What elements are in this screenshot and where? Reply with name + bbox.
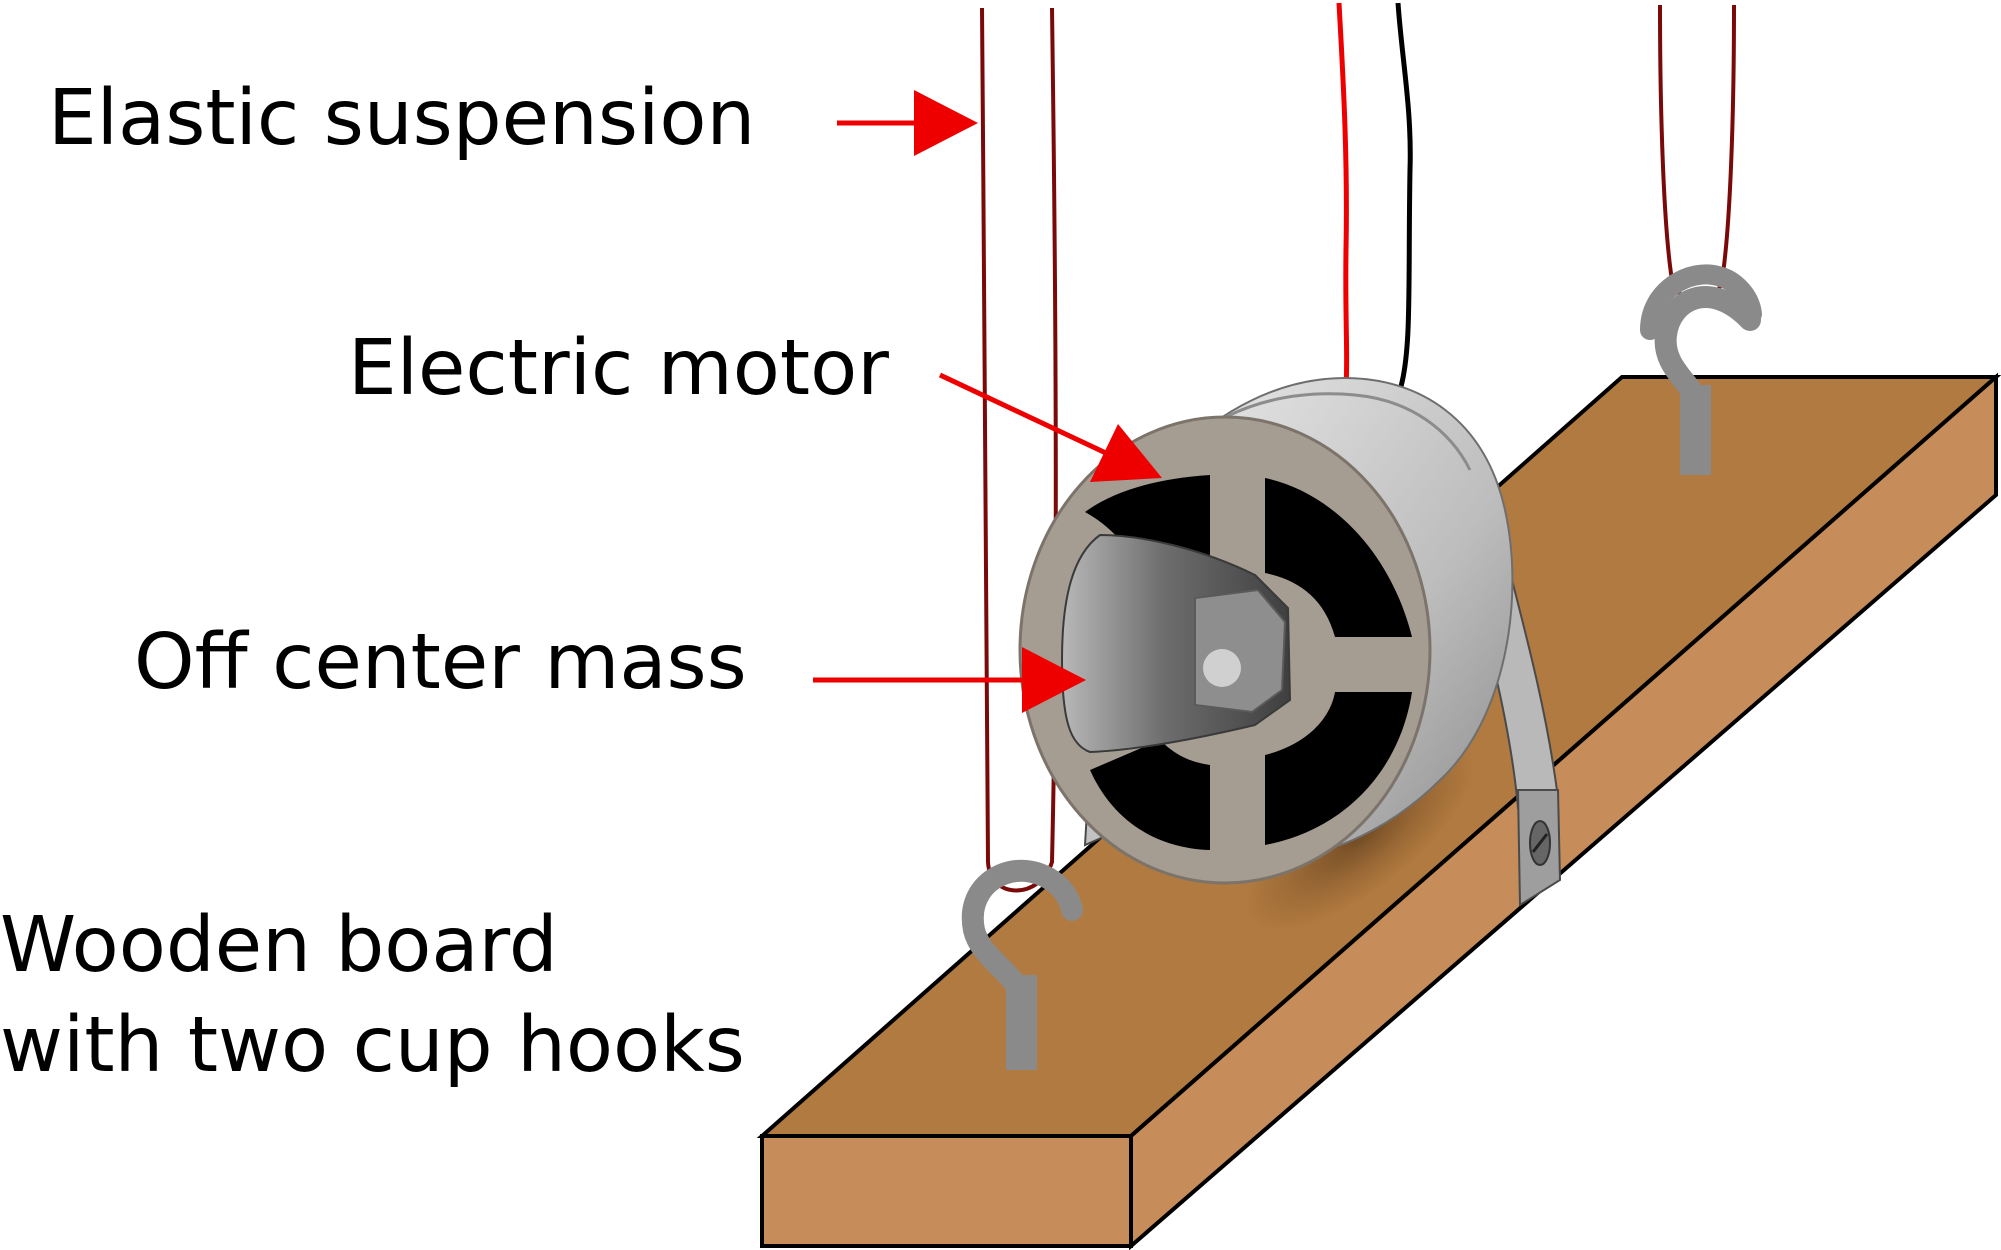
mass-cam-face <box>1194 588 1287 714</box>
motor-shaft <box>1203 649 1241 687</box>
motor-vent-bottom-right <box>1265 692 1412 845</box>
arrow-mass-head <box>1022 647 1086 713</box>
label-off-center-mass: Off center mass <box>134 618 747 707</box>
elastic-suspension-right <box>1658 4 1736 303</box>
cup-hook-left-shank <box>1006 975 1037 1070</box>
arrow-motor-head <box>1090 424 1162 482</box>
label-arrows <box>813 90 1162 713</box>
label-electric-motor: Electric motor <box>348 324 889 413</box>
label-wooden-board-line1: Wooden board <box>0 901 558 990</box>
cup-hook-right-curl-top <box>1640 264 1762 340</box>
elastic-suspension-left <box>980 7 1058 893</box>
cup-hook-right <box>1640 264 1762 475</box>
cup-hook-left <box>961 859 1083 1070</box>
wire-black <box>1395 2 1413 391</box>
board-front-face <box>760 1134 1133 1248</box>
cup-hook-right-shank <box>1680 385 1711 475</box>
arrow-elastic-head <box>914 90 978 156</box>
label-elastic-suspension: Elastic suspension <box>48 74 756 163</box>
cup-hook-left-curl <box>961 859 1083 1003</box>
off-center-mass <box>1060 533 1292 754</box>
motor-vent-bottom-left <box>1090 740 1210 850</box>
motor-vent-top-right <box>1265 478 1412 637</box>
motor-rim-line <box>1189 392 1472 471</box>
cup-hook-right-curl <box>1654 286 1761 409</box>
bracket-screw-slot <box>1531 833 1549 853</box>
wire-red <box>1336 2 1350 386</box>
arrow-motor-shaft <box>938 372 1127 465</box>
label-wooden-board: Wooden board with two cup hooks <box>0 896 745 1096</box>
label-wooden-board-line2: with two cup hooks <box>0 1001 745 1090</box>
